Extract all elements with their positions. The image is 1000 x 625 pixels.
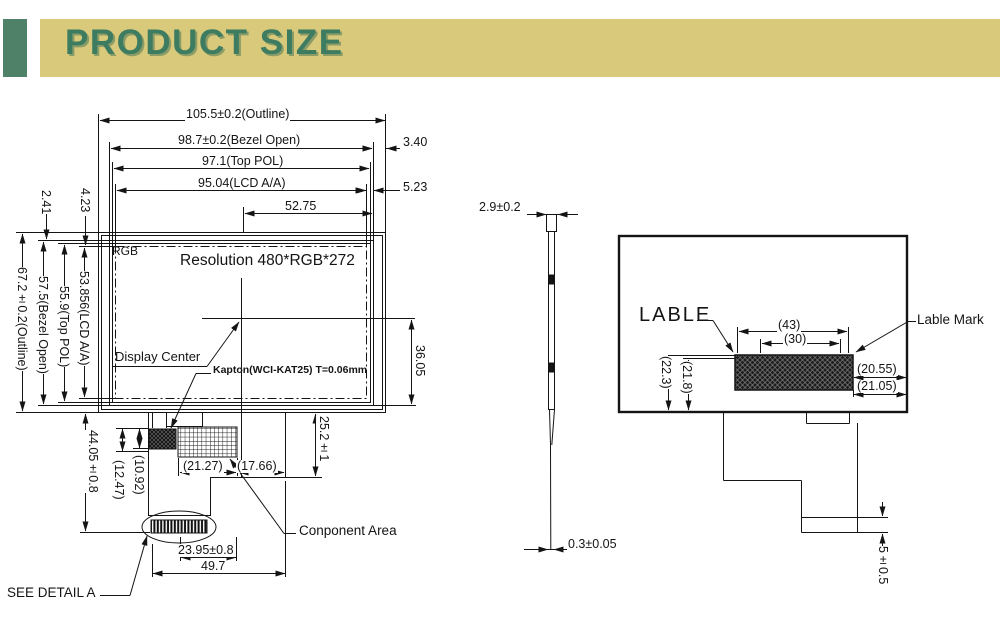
label-hatch-rect — [734, 354, 854, 391]
dim-fpc-width: 23.95±0.8 — [177, 543, 235, 558]
dim-back-left-2: (21.8) — [679, 361, 695, 394]
front-fpc-tail-outline — [148, 413, 286, 516]
dim-tail-ref-1: (12.47) — [111, 460, 127, 500]
component-area-callout: Conponent Area — [299, 523, 397, 538]
dim-component-width-1: (21.27) — [182, 459, 224, 474]
dim-back-right-2: (21.05) — [856, 379, 898, 394]
lable-callout: LABLE — [639, 304, 712, 326]
dim-right-margin-2: 5.23 — [402, 180, 429, 195]
display-center-label: Display Center — [115, 349, 201, 364]
dim-left-margin-2: 4.23 — [77, 188, 93, 213]
dim-thickness: 2.9±0.2 — [478, 200, 522, 215]
dim-back-fpc-step: 5±0.5 — [875, 546, 891, 585]
dim-outline-height: 67.2±0.2(Outline) — [14, 267, 30, 371]
dim-tail-length: 44.05±0.8 — [85, 430, 101, 493]
fpc-contact-bar — [150, 519, 208, 534]
dim-bezel-open-width: 98.7±0.2(Bezel Open) — [177, 133, 302, 148]
dim-outline-width: 105.5±0.2(Outline) — [185, 107, 291, 122]
dim-component-depth: 25.2±1 — [316, 416, 332, 462]
header-accent-square — [3, 19, 27, 77]
side-view-drawing — [524, 211, 578, 553]
detail-a-ellipse — [141, 510, 217, 544]
dim-lcd-aa-width: 95.04(LCD A/A) — [197, 176, 287, 191]
dim-top-pol-height: 55.9(Top POL) — [56, 286, 72, 368]
dim-component-width-2: (17.66) — [236, 459, 278, 474]
dim-top-pol-width: 97.1(Top POL) — [201, 154, 285, 169]
side-fpc-line — [549, 409, 552, 550]
dim-lcd-aa-height: 53.856(LCD A/A) — [76, 271, 92, 366]
dim-back-left-1: (22.3) — [658, 356, 674, 389]
dim-tail-ref-2: (10.92) — [131, 455, 147, 495]
dim-center-drop: 36.05 — [412, 345, 428, 377]
back-outline-rect — [617, 234, 909, 414]
dim-label-width-outer: (43) — [777, 318, 802, 333]
dim-tail-width: 49.7 — [200, 559, 227, 574]
side-glass-body — [548, 231, 555, 410]
dim-left-margin-1: 2.41 — [38, 190, 54, 215]
connector-hatch — [148, 428, 177, 450]
rgb-corner-label: RGB — [112, 244, 139, 258]
lable-mark-callout: Lable Mark — [917, 312, 984, 327]
header-banner — [40, 19, 1000, 77]
page-title: PRODUCT SIZE — [65, 23, 344, 62]
resolution-label: Resolution 480*RGB*272 — [180, 252, 355, 269]
component-area-hatch — [177, 426, 238, 458]
dim-back-right-1: (20.55) — [856, 362, 898, 377]
dim-label-width-inner: (30) — [783, 332, 808, 347]
dim-fpc-thickness: 0.3±0.05 — [567, 537, 618, 552]
dim-bezel-open-height: 57.5(Bezel Open) — [35, 276, 51, 374]
see-detail-a-callout: SEE DETAIL A — [7, 585, 96, 600]
side-top-cap — [546, 214, 557, 232]
kapton-label: Kapton(WCI-KAT25) T=0.06mm — [213, 364, 368, 376]
dim-half-width: 52.75 — [284, 199, 318, 214]
dim-right-margin-1: 3.40 — [402, 135, 429, 150]
back-view-drawing — [617, 234, 916, 582]
